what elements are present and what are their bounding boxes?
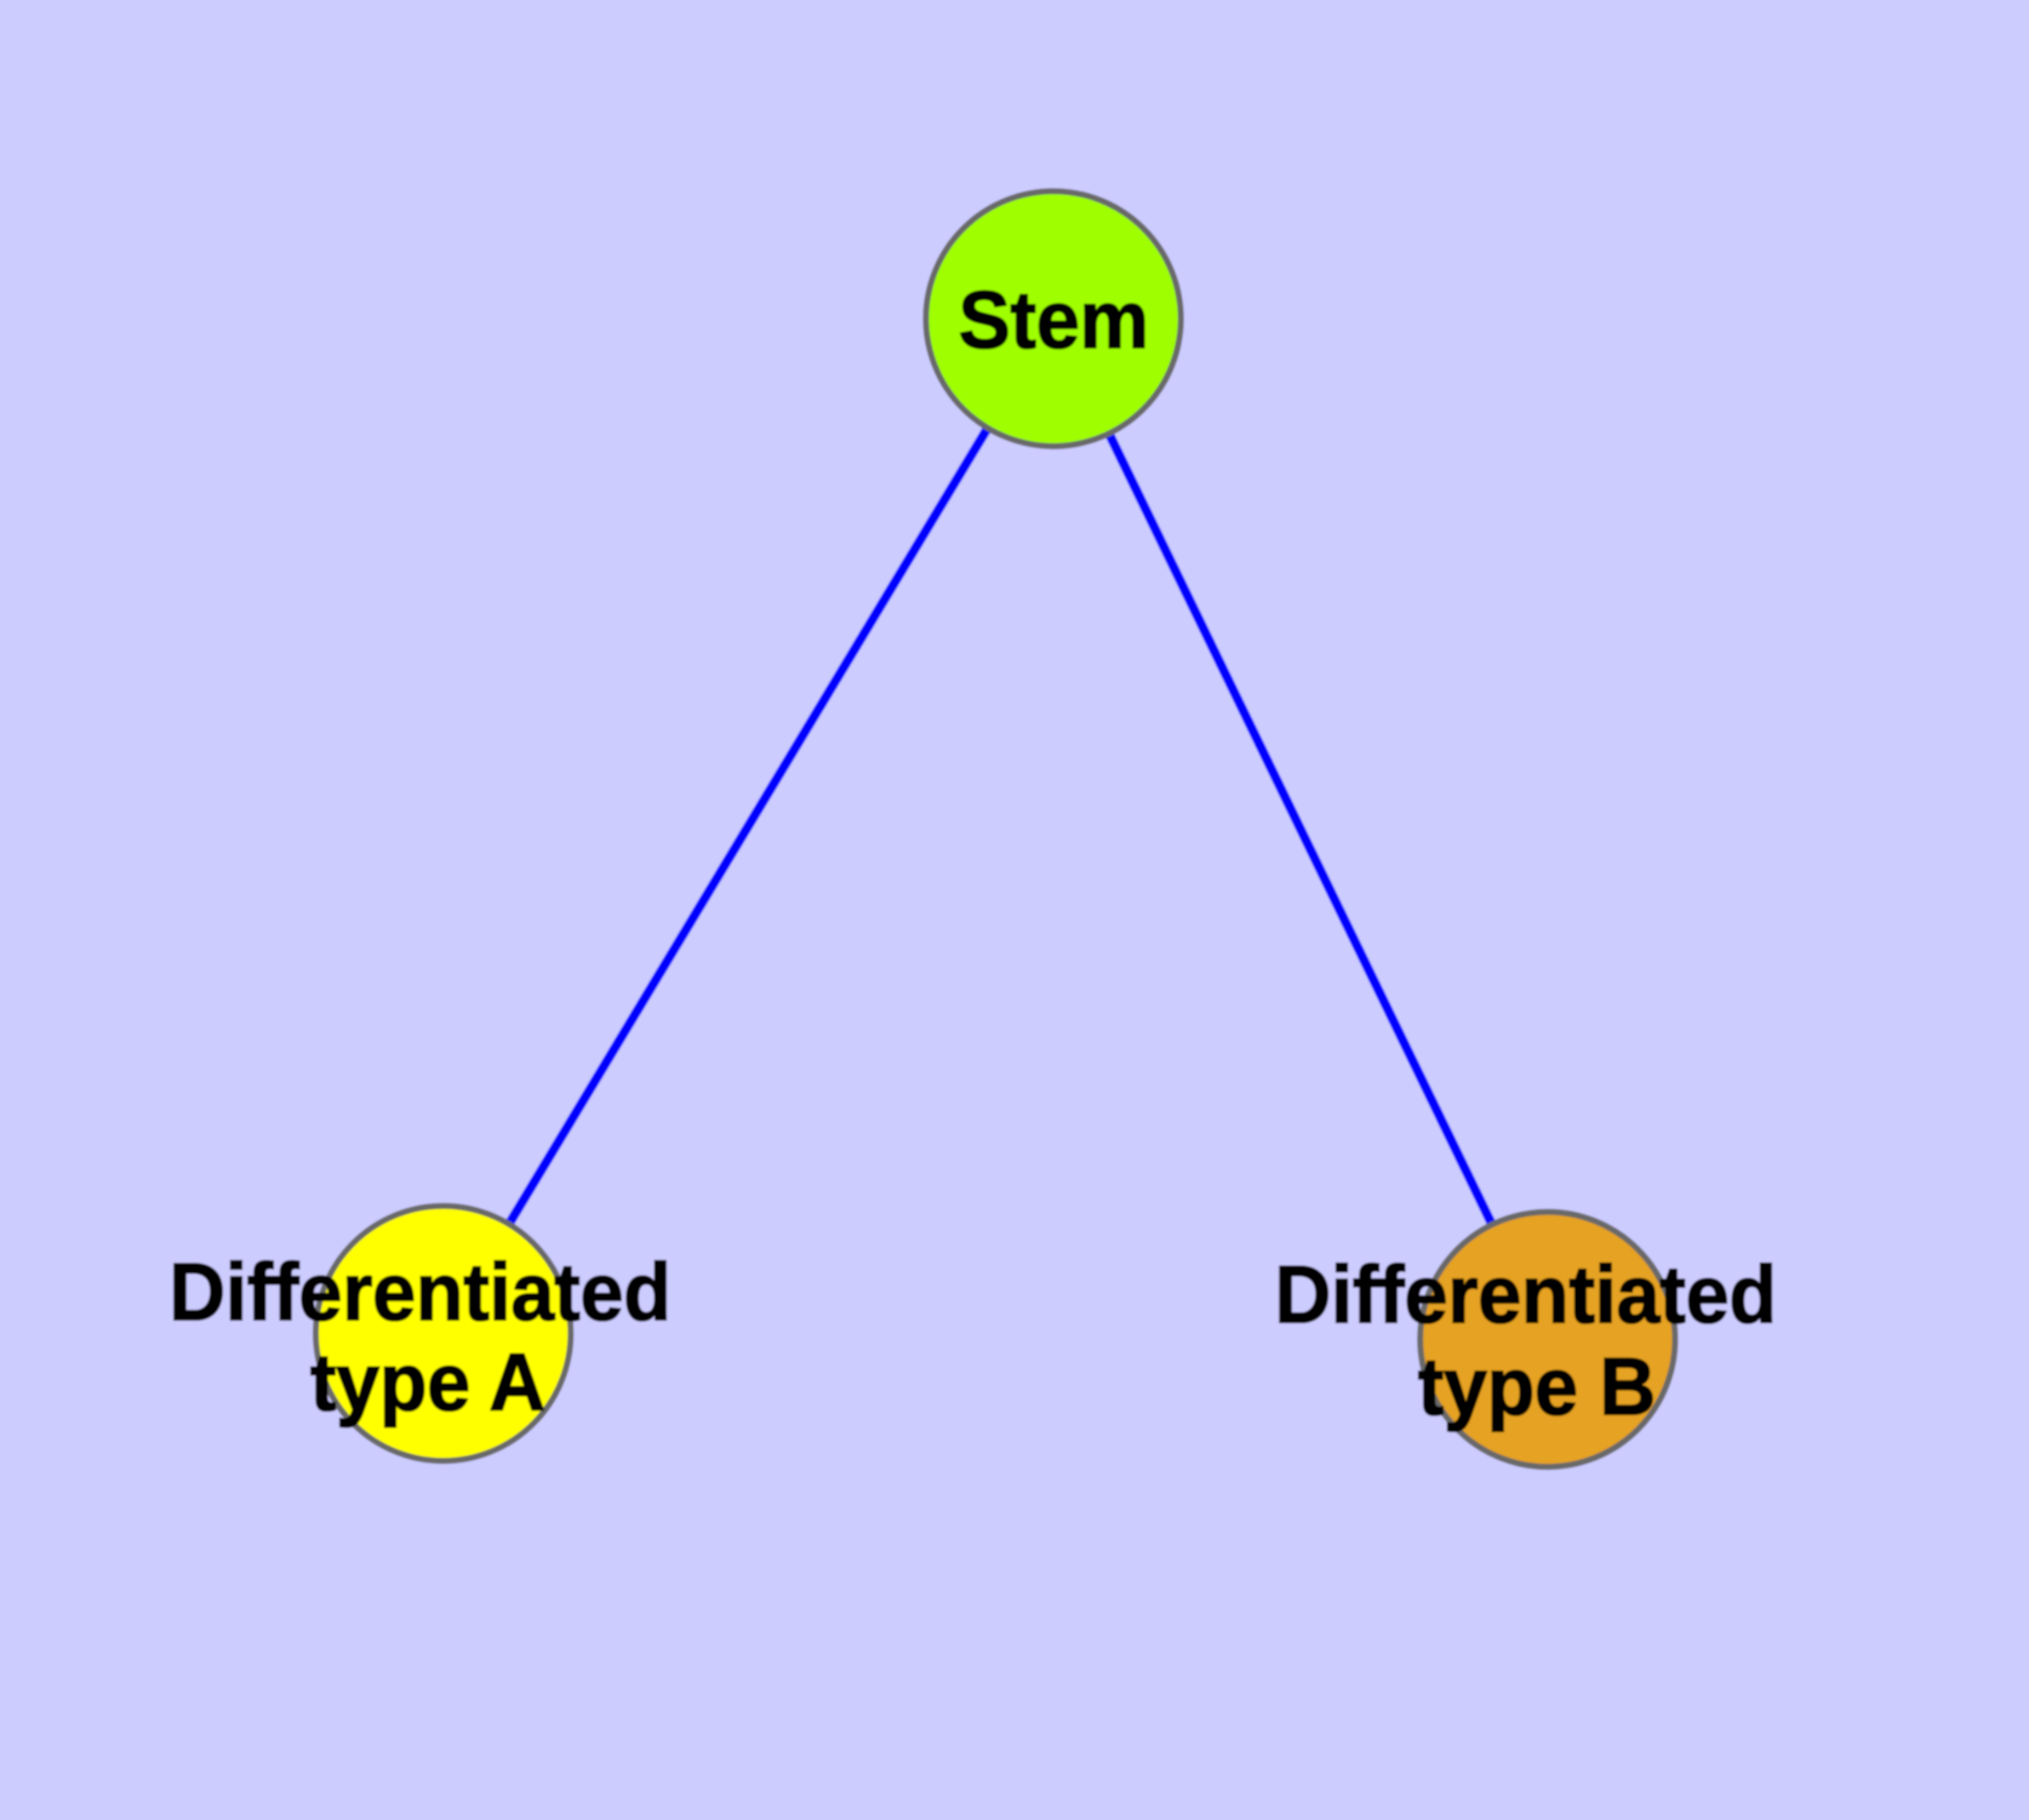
svg-text:Stem: Stem <box>958 274 1149 365</box>
svg-text:Differentiated: Differentiated <box>1275 1249 1777 1340</box>
svg-text:type B: type B <box>1418 1341 1656 1432</box>
svg-text:type A: type A <box>310 1336 545 1428</box>
svg-text:Differentiated: Differentiated <box>169 1246 672 1337</box>
